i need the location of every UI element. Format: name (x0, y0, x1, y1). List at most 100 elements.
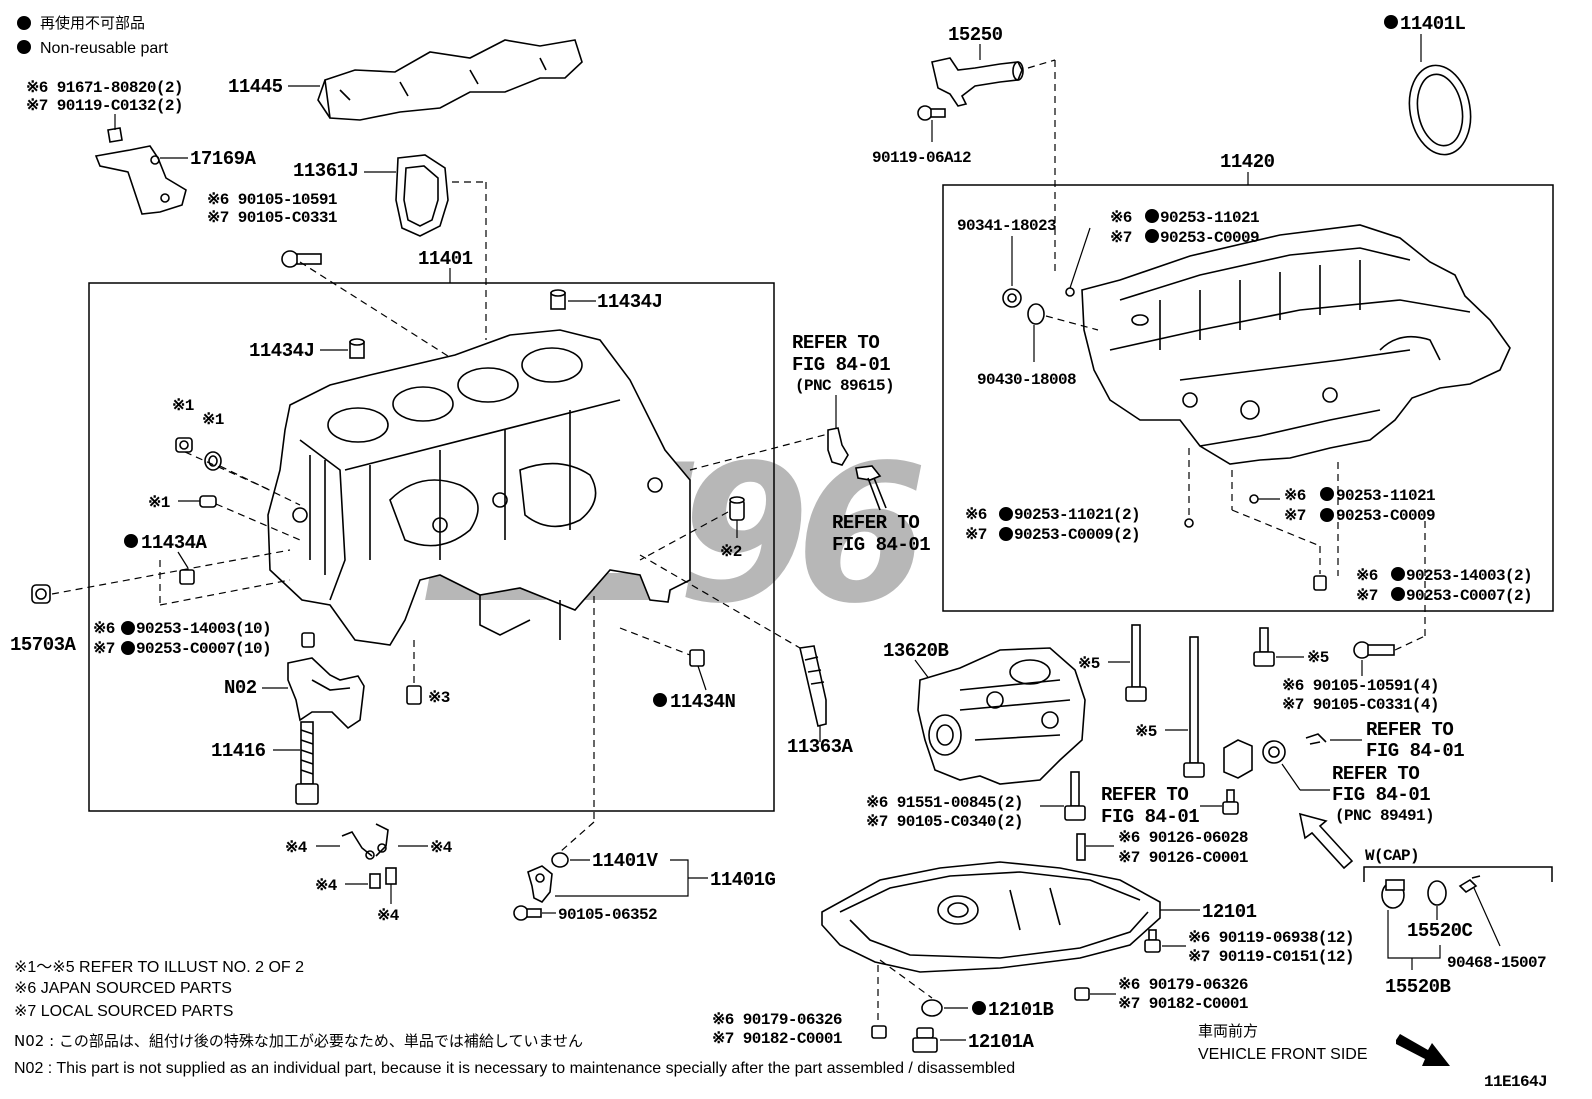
label-90253-11021-top: 90253-11021 (1160, 209, 1259, 227)
bracket-icon-11401G (527, 865, 553, 904)
label-11361J: 11361J (293, 160, 358, 182)
label-11420: 11420 (1220, 151, 1275, 173)
label-11445: 11445 (228, 76, 283, 98)
label-90253-11021-right: 90253-11021 (1336, 487, 1435, 505)
label-11401V: 11401V (592, 850, 659, 872)
mark-3: ※3 (428, 689, 450, 707)
cylinder-block-group-box (88, 282, 775, 812)
label-11416: 11416 (211, 740, 266, 762)
plug-icon-m1a (175, 437, 193, 453)
label-13620B: 13620B (883, 640, 949, 662)
mark-2: ※2 (720, 543, 742, 561)
refer-right-2b: FIG 84-01 (1332, 784, 1430, 806)
ball-plug-icon-right (1249, 494, 1259, 504)
bolt-icon-91551 (1064, 771, 1086, 821)
label-11434J-left: 11434J (249, 340, 314, 362)
refer-right-3a: REFER TO (1101, 784, 1188, 806)
bolt-icon-refer-small (1222, 789, 1239, 815)
label-90119-c0151: ※7 90119-C0151(12) (1188, 948, 1354, 966)
drain-plug-icon-12101A (912, 1027, 938, 1053)
hose-part-11363A (799, 645, 827, 727)
front-label-jp: 車両前方 (1198, 1022, 1258, 1040)
label-90253-14003-2-prefix: ※6 (1356, 567, 1378, 585)
nut-icon-90179-left (871, 1025, 887, 1039)
label-90468: 90468-15007 (1447, 954, 1546, 972)
refer-right-2c: (PNC 89491) (1335, 807, 1434, 825)
plug-icon-90253-14003 (301, 632, 315, 648)
legend: 再使用不可部品 Non-reusable part (17, 14, 169, 57)
label-N02: N02 (224, 677, 257, 699)
bolt-icon-m4 (369, 867, 397, 889)
gasket-icon-12101B (921, 999, 943, 1017)
drain-plug-icon-90341 (1002, 288, 1022, 308)
label-90105-10591-4: ※6 90105-10591(4) (1282, 677, 1439, 695)
plug-icon-11434J-top (550, 289, 566, 310)
mark-4c: ※4 (315, 877, 338, 895)
oring-icon-15520C (1427, 880, 1447, 906)
label-15703A: 15703A (10, 634, 77, 656)
refer-right-1a: REFER TO (1366, 719, 1453, 741)
label-12101B: 12101B (988, 999, 1054, 1021)
oil-seal-11401L (1408, 64, 1472, 156)
plug-icon-15703A (31, 584, 51, 604)
mark-1c: ※1 (148, 494, 170, 512)
refer-89615-line3: (PNC 89615) (795, 377, 894, 395)
stud-icon-90126 (1076, 833, 1086, 861)
label-15250: 15250 (948, 24, 1003, 46)
balance-shaft-13620B (917, 647, 1086, 785)
note-7: ※7 LOCAL SOURCED PARTS (14, 1003, 233, 1020)
refer-right-1b: FIG 84-01 (1366, 740, 1464, 762)
refer-right-2a: REFER TO (1332, 763, 1419, 785)
bolt-icon-m5-long (1183, 636, 1205, 778)
label-90119-c0132: ※7 90119-C0132(2) (26, 97, 183, 115)
label-11401L: 11401L (1400, 13, 1466, 35)
diagram-id: 11E164J (1484, 1073, 1547, 1091)
bolt-icon-11416 (295, 721, 319, 805)
nonreusable-bullet-icon (17, 16, 31, 30)
label-91671: ※6 91671-80820(2) (26, 79, 183, 97)
refer-fig-line1: REFER TO (832, 512, 919, 534)
nut-icon-90179-right (1074, 987, 1090, 1001)
label-90126-06028: ※6 90126-06028 (1118, 829, 1248, 847)
label-90253-11021-top-prefix: ※6 (1110, 209, 1132, 227)
mark-4a: ※4 (285, 839, 308, 857)
label-90105-10591: ※6 90105-10591 (207, 191, 337, 209)
label-90253-c0009-right-prefix: ※7 (1284, 507, 1306, 525)
plug-icon-11434A (179, 569, 195, 585)
label-90253-11021-right-prefix: ※6 (1284, 487, 1306, 505)
bearing-cap-N02 (287, 657, 365, 730)
label-90341: 90341-18023 (957, 217, 1056, 235)
oil-pan-upper-11420 (1081, 224, 1511, 465)
label-90253-14003-10-prefix: ※6 (93, 620, 115, 638)
oil-pan-lower-12101 (821, 861, 1161, 973)
label-12101: 12101 (1202, 901, 1257, 923)
pin-icon-m2 (729, 496, 745, 521)
bracket-part-17169A (94, 114, 187, 215)
note-1-5: ※1～※5 REFER TO ILLUST NO. 2 OF 2 (14, 959, 304, 976)
label-90253-c0009-2-prefix: ※7 (965, 526, 987, 544)
bolt-icon-90105-06352 (513, 905, 542, 921)
clip-icon-90468 (1458, 875, 1481, 894)
label-11434N: 11434N (670, 691, 736, 713)
note-n02-en: N02 : This part is not supplied as an in… (14, 1060, 1015, 1077)
label-90430: 90430-18008 (977, 371, 1076, 389)
bolt-icon-m5-short (1125, 624, 1147, 702)
refer-89615-line2: FIG 84-01 (792, 354, 890, 376)
sensor-icon-right (1223, 733, 1327, 779)
label-90253-c0009-top-prefix: ※7 (1110, 229, 1132, 247)
oring-icon-11401V (551, 852, 569, 868)
washer-icon-m1b (204, 451, 222, 471)
label-17169A: 17169A (190, 148, 257, 170)
knock-sensor-icon (827, 427, 887, 511)
bolt-icon-m5-small (1253, 627, 1275, 667)
label-90253-c0009-right: 90253-C0009 (1336, 507, 1435, 525)
bolt-icon-90119-06A12 (917, 105, 946, 121)
label-11401G: 11401G (710, 869, 776, 891)
mark-1b: ※1 (202, 411, 224, 429)
ball-plug-icon-top (1065, 287, 1075, 297)
front-arrow-outline-icon (1298, 812, 1354, 870)
mark-1a: ※1 (172, 397, 194, 415)
note-6: ※6 JAPAN SOURCED PARTS (14, 980, 232, 997)
label-90253-c0007-10: 90253-C0007(10) (136, 640, 271, 658)
